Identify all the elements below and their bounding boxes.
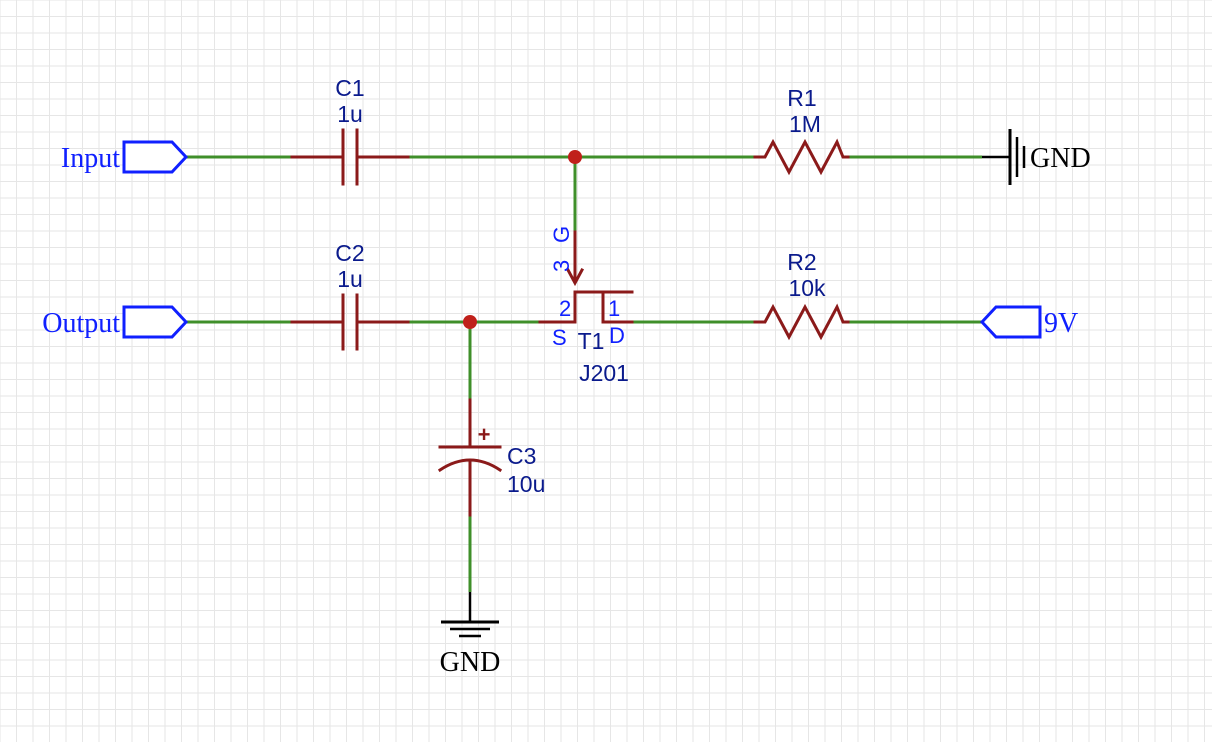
t1-source-pin-label: S xyxy=(552,325,567,350)
port-output-label: Output xyxy=(42,308,120,339)
t1-gate-pin-label: G xyxy=(549,226,574,243)
c2-designator: C2 xyxy=(335,240,364,266)
c2-value: 1u xyxy=(337,266,363,292)
port-output-arrow xyxy=(122,305,189,339)
capacitor-c2[interactable]: C2 1u xyxy=(290,240,410,351)
port-9v[interactable]: 9V xyxy=(979,305,1078,339)
ground-symbol-right[interactable]: GND xyxy=(982,129,1091,185)
junction-gate-node xyxy=(568,150,582,164)
resistor-r1[interactable]: R1 1M xyxy=(753,85,850,176)
c3-polarity-mark: + xyxy=(478,422,491,447)
c1-value: 1u xyxy=(337,101,363,127)
c1-designator: C1 xyxy=(335,75,364,101)
resistor-r2[interactable]: R2 10k xyxy=(753,249,850,341)
t1-gate-pin-number: 3 xyxy=(549,260,574,272)
junction-source-node xyxy=(463,315,477,329)
r1-designator: R1 xyxy=(787,85,816,111)
capacitor-c3[interactable]: + C3 10u xyxy=(437,398,545,517)
jfet-gate-arrow xyxy=(565,267,585,287)
port-9v-label: 9V xyxy=(1044,308,1078,339)
ground-right-label: GND xyxy=(1030,143,1091,174)
port-input[interactable]: Input xyxy=(61,140,189,174)
t1-source-pin-number: 2 xyxy=(559,296,571,321)
port-input-arrow xyxy=(122,140,189,174)
r2-designator: R2 xyxy=(787,249,816,275)
port-output[interactable]: Output xyxy=(42,305,189,339)
jfet-t1[interactable]: 3 G 2 S 1 D T1 J201 xyxy=(538,226,634,386)
t1-drain-pin-label: D xyxy=(609,323,625,348)
port-input-label: Input xyxy=(61,143,120,174)
t1-drain-pin-number: 1 xyxy=(608,296,620,321)
r1-value: 1M xyxy=(789,111,821,137)
capacitor-c1[interactable]: C1 1u xyxy=(290,75,410,186)
t1-value: J201 xyxy=(579,360,629,386)
c3-value: 10u xyxy=(507,471,545,497)
port-9v-arrow xyxy=(979,305,1042,339)
r2-value: 10k xyxy=(788,275,826,301)
ground-symbol-bottom[interactable]: GND xyxy=(440,592,501,678)
c3-designator: C3 xyxy=(507,443,536,469)
ground-bottom-label: GND xyxy=(440,647,501,678)
t1-designator: T1 xyxy=(578,328,605,354)
